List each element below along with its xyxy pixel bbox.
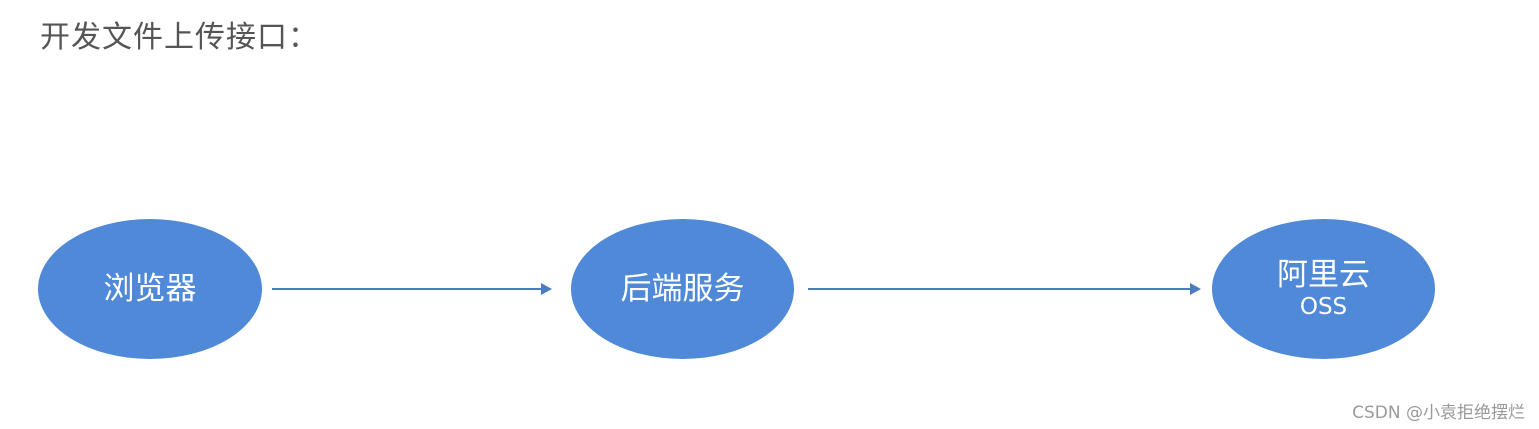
node-backend-label: 后端服务 bbox=[620, 271, 745, 307]
node-oss: 阿里云 OSS bbox=[1212, 219, 1435, 359]
arrow-browser-to-backend bbox=[272, 283, 552, 295]
watermark: CSDN @小袁拒绝摆烂 bbox=[1352, 403, 1525, 423]
node-browser: 浏览器 bbox=[38, 219, 262, 359]
node-oss-sublabel: OSS bbox=[1299, 294, 1348, 320]
node-backend: 后端服务 bbox=[571, 219, 794, 359]
node-oss-label: 阿里云 bbox=[1277, 257, 1370, 293]
page-title: 开发文件上传接口： bbox=[40, 20, 319, 55]
node-browser-label: 浏览器 bbox=[103, 271, 197, 307]
arrow-backend-to-oss bbox=[808, 283, 1201, 295]
